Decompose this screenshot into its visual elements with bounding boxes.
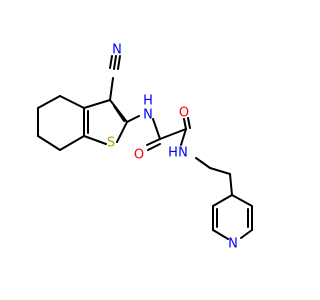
bond	[59, 135, 85, 151]
thiophene-ring	[83, 99, 128, 145]
bond	[195, 157, 211, 169]
bond	[37, 95, 61, 109]
pyridine-ring	[212, 194, 253, 240]
bond	[147, 143, 161, 151]
cyclohexane-ring	[37, 95, 85, 151]
bond	[180, 128, 187, 146]
amide-n-label-1: N	[143, 108, 153, 123]
bond	[126, 115, 140, 123]
bond	[109, 77, 114, 101]
bond	[209, 167, 231, 175]
bond	[113, 105, 125, 122]
bond	[37, 135, 61, 151]
molecule-diagram: N S H N O O N H N	[37, 42, 253, 252]
carbonyl-o-label-1: O	[134, 148, 144, 163]
bond	[159, 128, 187, 140]
carbonyl-o-label-2: O	[179, 106, 189, 121]
bond	[109, 55, 113, 69]
methylene-bridge	[209, 167, 233, 196]
bond	[59, 95, 85, 109]
bond	[146, 138, 161, 146]
atom-labels: N S H N O O N H N	[107, 43, 238, 252]
bond	[183, 118, 187, 130]
sulfur-label: S	[107, 136, 115, 151]
bond	[231, 194, 253, 207]
bond	[83, 99, 111, 109]
bond	[240, 229, 253, 239]
bond	[117, 55, 121, 70]
nitrile-group	[109, 55, 121, 101]
amide-n-label-2: N	[178, 146, 188, 161]
bond	[83, 135, 107, 145]
bond	[116, 121, 128, 143]
bond	[152, 118, 161, 140]
amide-h-label-2: H	[168, 146, 178, 161]
oxamide-linker	[126, 115, 211, 169]
bond	[212, 194, 233, 207]
bond	[229, 173, 233, 196]
nitrile-n-label: N	[112, 43, 122, 58]
bond	[187, 117, 191, 129]
amide-h-label-1: H	[143, 94, 153, 109]
bond	[212, 229, 229, 240]
bond	[113, 55, 117, 70]
pyridine-n-label: N	[228, 237, 238, 252]
structure-svg: N S H N O O N H N	[37, 43, 253, 252]
